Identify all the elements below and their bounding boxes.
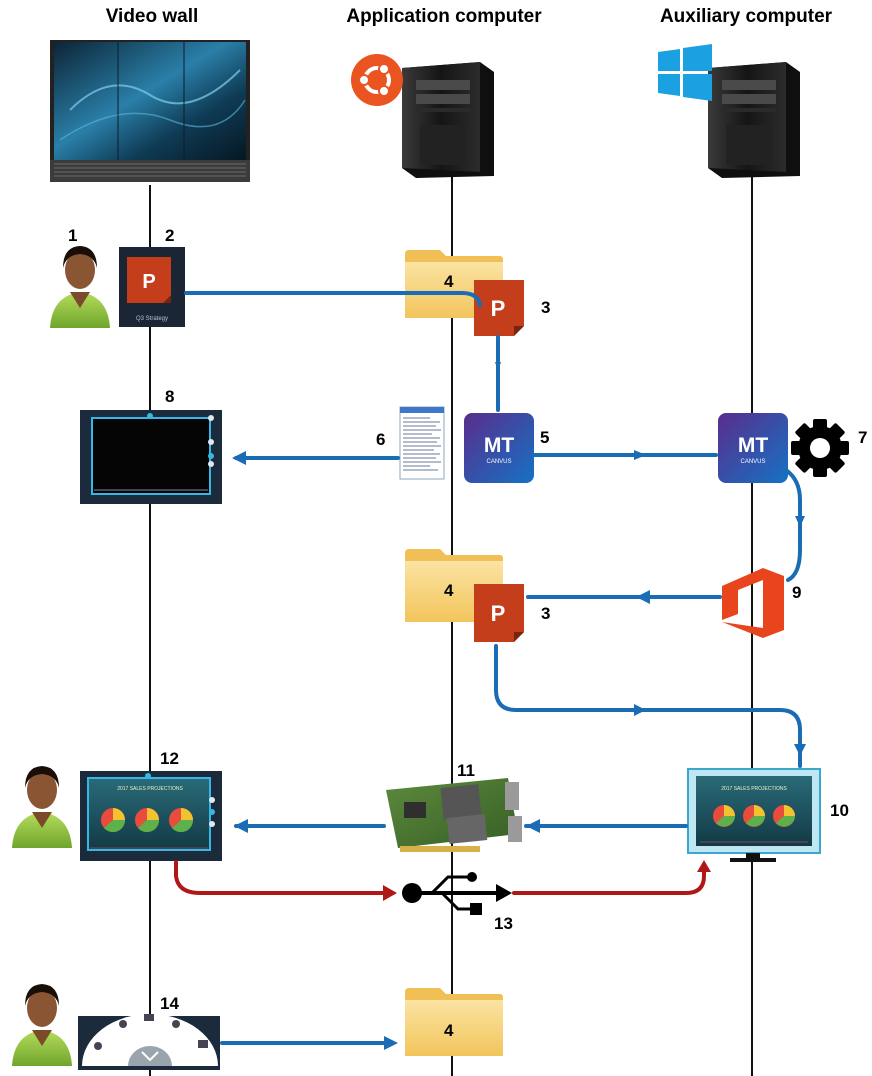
arrow-usb-to-monitor bbox=[512, 864, 706, 895]
flow-arrows bbox=[174, 291, 802, 1045]
canvus-app-aux-icon: MT CANVUS bbox=[718, 413, 788, 483]
arrow-upload-presentation bbox=[184, 291, 482, 307]
auxiliary-tower-icon bbox=[708, 62, 800, 178]
office-icon bbox=[722, 568, 784, 638]
step-number-7: 7 bbox=[858, 428, 868, 447]
log-document-icon bbox=[399, 406, 445, 480]
arrow-heads bbox=[232, 362, 806, 1050]
monitor-icon: 2017 SALES PROJECTIONS bbox=[687, 768, 821, 862]
windows-icon bbox=[658, 44, 712, 101]
step-number-3b: 3 bbox=[541, 604, 551, 623]
step-number-4: 4 bbox=[444, 272, 454, 291]
screen-title-right: 2017 SALES PROJECTIONS bbox=[721, 786, 787, 792]
user-avatar-icon bbox=[12, 766, 72, 848]
video-wall-title: Video wall bbox=[105, 6, 199, 27]
arrow-touch-to-usb bbox=[174, 860, 388, 895]
video-wall-icon bbox=[50, 40, 250, 182]
canvus-name-label: CANVUS bbox=[486, 459, 511, 465]
powerpoint-file-icon: P bbox=[474, 584, 524, 642]
canvus-mt-label: MT bbox=[484, 434, 514, 457]
step-number-1: 1 bbox=[68, 226, 78, 245]
step-number-8: 8 bbox=[165, 387, 175, 406]
screen-title-left: 2017 SALES PROJECTIONS bbox=[117, 786, 183, 792]
step-number-6: 6 bbox=[376, 430, 386, 449]
ppt-p-letter: P bbox=[491, 296, 506, 321]
step-number-2: 2 bbox=[165, 226, 175, 245]
application-tower-icon bbox=[402, 62, 494, 178]
ppt-p-letter: P bbox=[491, 601, 506, 626]
presentation-slide-icon: P Q3 Strategy bbox=[119, 247, 185, 327]
powerpoint-file-icon: P bbox=[474, 280, 524, 336]
canvus-window-content-icon: 2017 SALES PROJECTIONS bbox=[80, 771, 222, 861]
graphics-card-icon bbox=[386, 778, 522, 852]
step-number-4c: 4 bbox=[444, 1021, 454, 1040]
auxiliary-computer-title: Auxiliary computer bbox=[659, 6, 833, 27]
usb-icon bbox=[402, 872, 512, 915]
slide-caption: Q3 Strategy bbox=[136, 316, 168, 322]
canvus-window-icon bbox=[80, 410, 222, 504]
step-number-11: 11 bbox=[457, 761, 475, 780]
ubuntu-icon bbox=[351, 54, 403, 106]
lifelines bbox=[149, 175, 753, 1076]
application-computer-title: Application computer bbox=[346, 6, 542, 27]
step-number-5: 5 bbox=[540, 428, 550, 447]
step-number-12: 12 bbox=[160, 749, 179, 768]
step-number-4b: 4 bbox=[444, 581, 454, 600]
slide-p-letter: P bbox=[142, 271, 155, 293]
step-number-14: 14 bbox=[160, 994, 179, 1013]
radial-menu-icon bbox=[78, 1014, 220, 1070]
step-number-3: 3 bbox=[541, 298, 551, 317]
user-avatar-icon bbox=[50, 246, 110, 328]
arrow-file-to-monitor bbox=[494, 644, 802, 768]
canvus-aux-name-label: CANVUS bbox=[740, 459, 765, 465]
step-number-10: 10 bbox=[830, 801, 849, 820]
folder-icon bbox=[405, 988, 503, 1056]
canvus-aux-mt-label: MT bbox=[738, 434, 768, 457]
arrow-canvus-to-office bbox=[784, 468, 802, 582]
canvus-app-icon: MT CANVUS bbox=[464, 413, 534, 483]
user-avatar-icon bbox=[12, 984, 72, 1066]
step-number-9: 9 bbox=[792, 583, 802, 602]
step-number-13: 13 bbox=[494, 914, 513, 933]
gear-icon bbox=[791, 419, 849, 477]
